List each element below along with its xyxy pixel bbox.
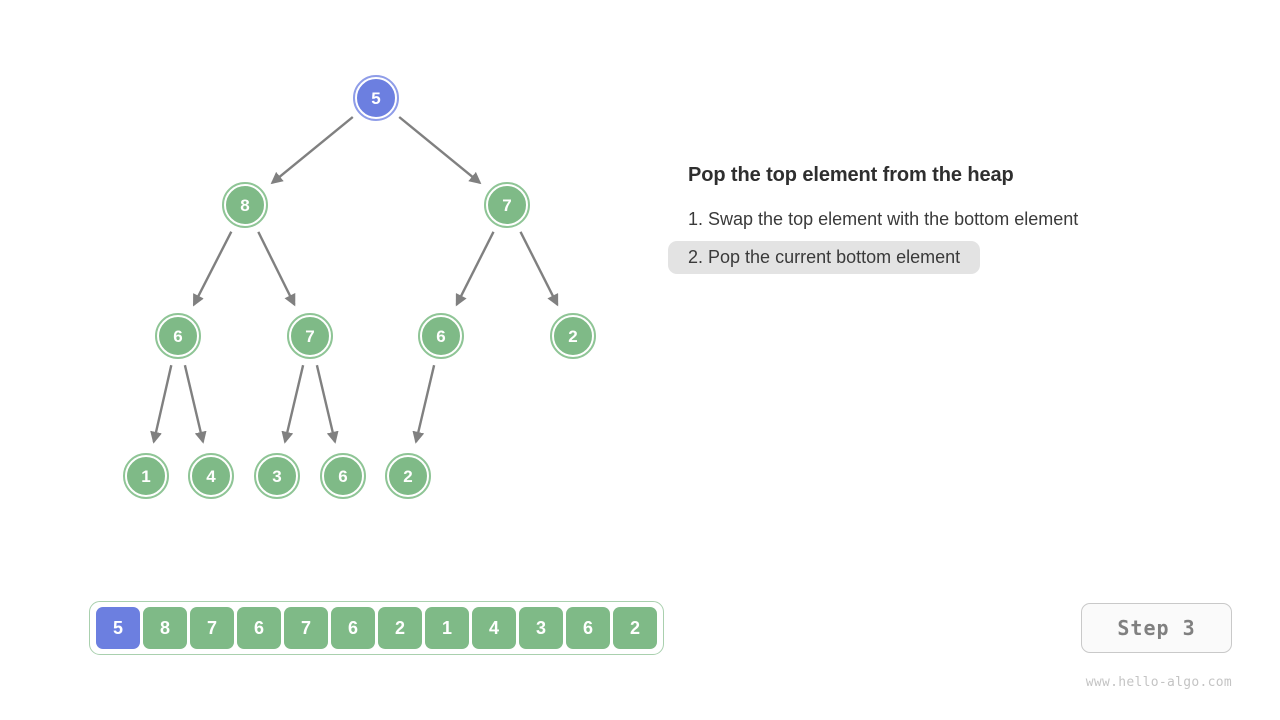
- tree-node-value: 6: [173, 326, 183, 346]
- tree-edge-n3-n7: [150, 364, 173, 444]
- tree-node-n10: 6: [320, 453, 366, 499]
- tree-node-n5: 6: [418, 313, 464, 359]
- array-cell-5: 6: [331, 607, 375, 649]
- tree-edge-n1-n4: [257, 231, 296, 307]
- tree-edge-n3-n8: [183, 364, 207, 444]
- tree-node-n6: 2: [550, 313, 596, 359]
- tree-node-value: 2: [403, 466, 413, 486]
- array-cell-6: 2: [378, 607, 422, 649]
- tree-node-value: 6: [436, 326, 446, 346]
- array-cell-4: 7: [284, 607, 328, 649]
- tree-edge-n1-n3: [192, 231, 233, 307]
- tree-node-value: 4: [206, 466, 216, 486]
- tree-node-value: 3: [272, 466, 282, 486]
- tree-node-n11: 2: [385, 453, 431, 499]
- tree-edge-n0-n2: [398, 116, 482, 185]
- tree-node-n4: 7: [287, 313, 333, 359]
- watermark: www.hello-algo.com: [1085, 675, 1232, 690]
- tree-node-n8: 4: [188, 453, 234, 499]
- tree-edge-n0-n1: [270, 116, 354, 185]
- binary-heap-tree-diagram: 5 8 7 6 7 6 2 1 4 3 6 2: [0, 0, 680, 560]
- tree-node-value: 7: [502, 195, 512, 215]
- instruction-panel: Pop the top element from the heap 1. Swa…: [668, 164, 1228, 279]
- array-cell-7: 1: [425, 607, 469, 649]
- tree-node-value: 8: [240, 195, 250, 215]
- panel-step-row: 1. Swap the top element with the bottom …: [688, 203, 1228, 241]
- tree-node-value: 6: [338, 466, 348, 486]
- panel-step-list: 1. Swap the top element with the bottom …: [668, 203, 1228, 279]
- tree-edge-n2-n6: [519, 231, 559, 307]
- array-cell-0: 5: [96, 607, 140, 649]
- panel-step-1: 1. Swap the top element with the bottom …: [688, 209, 1079, 229]
- array-cell-2: 7: [190, 607, 234, 649]
- panel-step-row: 2. Pop the current bottom element: [668, 240, 1228, 279]
- array-cell-1: 8: [143, 607, 187, 649]
- tree-edge-layer: [150, 116, 559, 444]
- array-cell-8: 4: [472, 607, 516, 649]
- tree-node-n2: 7: [484, 182, 530, 228]
- array-cell-11: 2: [613, 607, 657, 649]
- tree-node-n3: 6: [155, 313, 201, 359]
- step-badge-label: Step 3: [1117, 616, 1196, 640]
- array-cell-10: 6: [566, 607, 610, 649]
- tree-node-value: 5: [371, 88, 381, 108]
- tree-node-value: 1: [141, 466, 151, 486]
- tree-edges: [150, 116, 559, 444]
- panel-step-2: 2. Pop the current bottom element: [668, 240, 981, 275]
- tree-node-value: 7: [305, 326, 315, 346]
- panel-title: Pop the top element from the heap: [688, 164, 1014, 186]
- tree-edge-n5-n11: [412, 364, 436, 444]
- tree-node-n9: 3: [254, 453, 300, 499]
- tree-edge-n4-n10: [315, 364, 339, 444]
- array-cell-3: 6: [237, 607, 281, 649]
- array-cell-9: 3: [519, 607, 563, 649]
- tree-node-n1: 8: [222, 182, 268, 228]
- tree-edge-n4-n9: [281, 364, 305, 444]
- tree-node-n7: 1: [123, 453, 169, 499]
- tree-node-value: 2: [568, 326, 578, 346]
- tree-edge-n2-n5: [455, 231, 495, 307]
- step-badge: Step 3: [1081, 603, 1232, 653]
- tree-node-n0: 5: [353, 75, 399, 121]
